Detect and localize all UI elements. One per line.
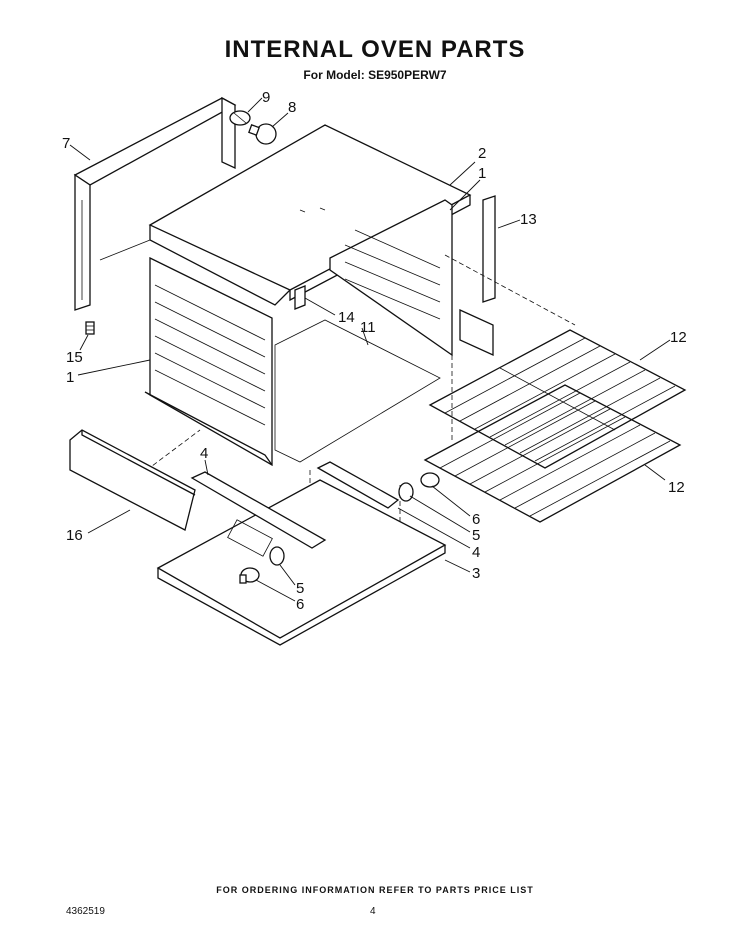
part-13-trim-strip [482, 195, 496, 303]
callout-12-upper: 12 [670, 329, 687, 346]
ordering-note: FOR ORDERING INFORMATION REFER TO PARTS … [216, 885, 534, 895]
part-6-knob-left [239, 567, 260, 584]
callout-6-right: 6 [472, 511, 480, 528]
model-subtitle: For Model: SE950PERW7 [303, 68, 447, 82]
callout-11: 11 [360, 319, 376, 336]
part-4-left-runner [190, 471, 327, 549]
part-12-lower-oven-rack [423, 384, 682, 523]
part-1-right-rack-support [329, 199, 494, 357]
part-8-light-bulb [248, 123, 277, 145]
part-4-right-runner [316, 461, 400, 509]
part-15-screw [85, 321, 95, 335]
callout-1-left: 1 [66, 369, 74, 386]
part-7-rear-bracket [73, 96, 237, 311]
callout-5-right: 5 [472, 527, 480, 544]
part-5-roller-left [269, 546, 285, 566]
callout-4-top: 4 [200, 445, 208, 462]
part-6-knob-right [420, 472, 440, 488]
callout-3: 3 [472, 565, 480, 582]
part-12-upper-oven-rack [428, 329, 687, 469]
callout-2: 2 [478, 145, 486, 162]
callout-15: 15 [66, 349, 83, 366]
callout-4-right: 4 [472, 544, 480, 561]
document-number: 4362519 [66, 906, 105, 917]
leader-lines [69, 97, 671, 602]
callout-9: 9 [262, 89, 270, 106]
callout-16: 16 [66, 527, 83, 544]
part-3-oven-bottom [156, 479, 447, 646]
page-title: INTERNAL OVEN PARTS [224, 36, 526, 63]
callout-12-lower: 12 [668, 479, 685, 496]
part-9-lamp-socket [229, 110, 251, 126]
callout-labels: 9 8 7 2 1 13 14 11 15 1 12 12 4 16 6 5 4… [62, 89, 687, 613]
callout-5-left: 5 [296, 580, 304, 597]
part-16-front-trim [69, 429, 196, 531]
callout-6-left: 6 [296, 596, 304, 613]
part-11-liner-bottom [274, 319, 441, 463]
part-14-clip [294, 285, 306, 310]
part-5-roller-right [398, 482, 414, 502]
callout-7: 7 [62, 135, 70, 152]
page-number: 4 [370, 906, 376, 917]
part-1-left-rack-support [144, 256, 273, 467]
callout-14: 14 [338, 309, 355, 326]
callout-1-top: 1 [478, 165, 486, 182]
callout-8: 8 [288, 99, 296, 116]
callout-13: 13 [520, 211, 537, 228]
